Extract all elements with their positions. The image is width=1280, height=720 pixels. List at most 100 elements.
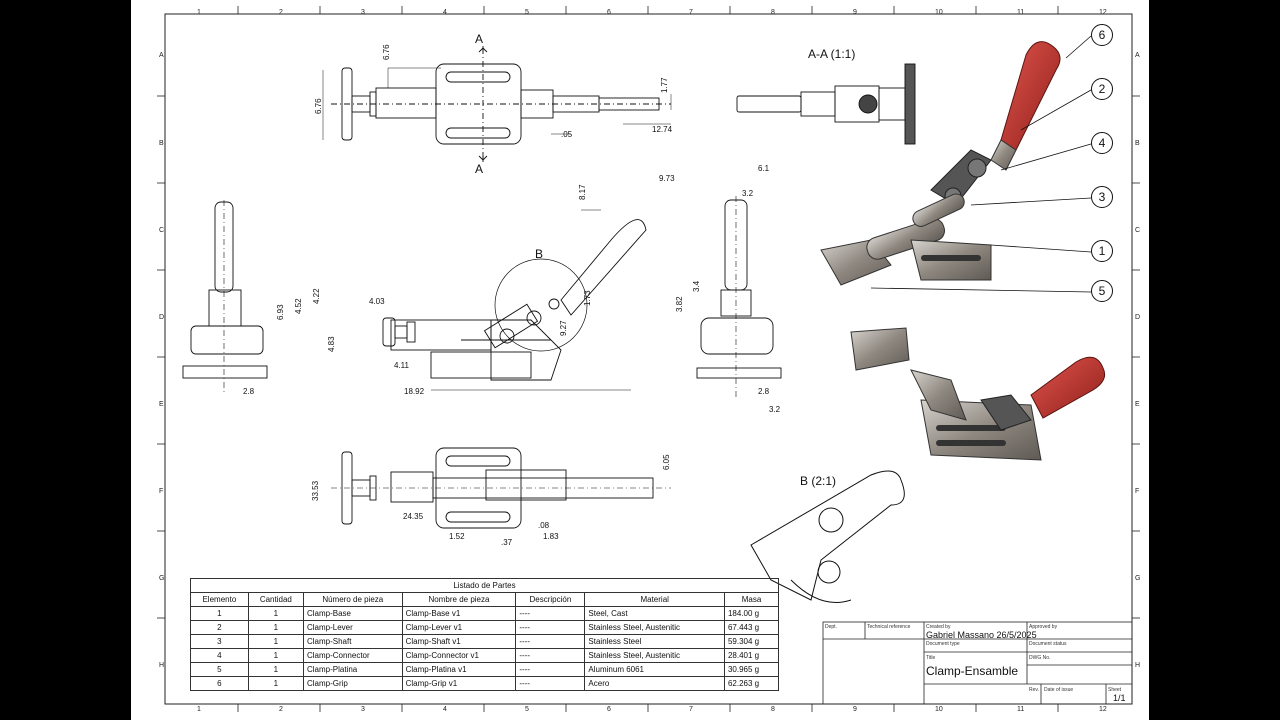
zone-column-label: 6 <box>607 706 611 713</box>
parts-header-cell: Número de pieza <box>302 592 403 607</box>
parts-header-cell: Descripción <box>515 592 586 607</box>
dim-text: .37 <box>501 538 513 547</box>
right-side-view <box>696 196 782 400</box>
tb-doc-type-label: Document type <box>926 641 960 647</box>
zone-column-label: 5 <box>525 706 529 713</box>
table-cell: Clamp-Connector <box>302 648 403 663</box>
balloon: 6 <box>1091 24 1113 46</box>
table-cell: Clamp-Shaft v1 <box>401 634 517 649</box>
zone-column-label: 9 <box>853 9 857 16</box>
table-cell: Stainless Steel <box>584 634 725 649</box>
dim-text: .05 <box>561 130 573 139</box>
tb-title-label: Title <box>926 655 936 661</box>
table-cell: 1 <box>247 676 304 691</box>
tb-doc-status-label: Document status <box>1029 641 1067 647</box>
zone-column-label: 12 <box>1099 706 1107 713</box>
zone-row-label: F <box>159 488 164 495</box>
tb-dept-label: Dept. <box>825 624 837 630</box>
dim-text: 9.73 <box>659 174 675 183</box>
top-view <box>322 46 672 162</box>
zone-column-label: 2 <box>279 706 283 713</box>
table-cell: Clamp-Lever v1 <box>401 620 517 635</box>
zone-row-label: A <box>1135 52 1140 59</box>
section-mark-bottom: A <box>475 162 484 176</box>
zone-row-label: B <box>1135 140 1140 147</box>
table-cell: Clamp-Grip <box>302 676 403 691</box>
balloon: 2 <box>1091 78 1113 100</box>
dim-text: .08 <box>538 521 550 530</box>
zone-column-label: 1 <box>197 9 201 16</box>
balloon: 1 <box>1091 240 1113 262</box>
table-cell: 28.401 g <box>723 648 780 663</box>
zone-column-label: 12 <box>1099 9 1107 16</box>
dim-text: 3.2 <box>769 405 781 414</box>
dim-text: 33.53 <box>311 480 320 501</box>
parts-header-cell: Cantidad <box>247 592 304 607</box>
zone-column-label: 6 <box>607 9 611 16</box>
zone-row-label: G <box>159 575 165 582</box>
table-cell: Aluminum 6061 <box>584 662 725 677</box>
zone-row-label: D <box>1135 314 1141 321</box>
balloon: 4 <box>1091 132 1113 154</box>
table-cell: 62.263 g <box>723 676 780 691</box>
table-cell: Clamp-Shaft <box>302 634 403 649</box>
zone-row-label: E <box>159 401 164 408</box>
dim-text: 8.17 <box>578 184 587 200</box>
tb-tech-ref-label: Technical reference <box>867 624 911 630</box>
detail-mark: B <box>535 247 544 261</box>
table-cell: Clamp-Platina v1 <box>401 662 517 677</box>
dim-text: 3.82 <box>675 296 684 312</box>
dim-text: 2.8 <box>758 387 770 396</box>
dim-text: 6.76 <box>314 98 323 114</box>
table-cell: Clamp-Base v1 <box>401 606 517 621</box>
dim-text: 6.05 <box>662 454 671 470</box>
dim-text: 4.03 <box>369 297 385 306</box>
parts-header-cell: Elemento <box>190 592 249 607</box>
dim-text: 24.35 <box>403 512 424 521</box>
zone-column-label: 7 <box>689 9 693 16</box>
front-view <box>382 209 647 391</box>
table-cell: 59.304 g <box>723 634 780 649</box>
table-cell: 4 <box>190 648 249 663</box>
table-cell: Clamp-Connector v1 <box>401 648 517 663</box>
dim-text: 4.11 <box>394 361 409 370</box>
detail-b-label: B (2:1) <box>800 474 837 488</box>
tb-title: Clamp-Ensamble <box>926 664 1019 678</box>
zone-column-label: 8 <box>771 9 775 16</box>
zone-column-label: 3 <box>361 9 365 16</box>
zone-row-label: C <box>1135 227 1141 234</box>
zone-column-label: 3 <box>361 706 365 713</box>
dim-text: 6.76 <box>382 44 391 60</box>
tb-sheet-label: Sheet <box>1108 687 1122 693</box>
dim-text: 1.77 <box>660 77 669 93</box>
dim-text: 4.83 <box>327 336 336 352</box>
zone-column-label: 5 <box>525 9 529 16</box>
tb-created-by: Gabriel Massano 26/5/2025 <box>926 630 1037 640</box>
tb-date-issue-label: Date of issue <box>1044 687 1074 693</box>
tb-created-by-label: Created by <box>926 624 951 630</box>
table-cell: Acero <box>584 676 725 691</box>
table-cell: ---- <box>515 648 586 663</box>
parts-header-cell: Masa <box>723 592 780 607</box>
zone-column-label: 1 <box>197 706 201 713</box>
table-cell: Steel, Cast <box>584 606 725 621</box>
zone-row-label: D <box>159 314 165 321</box>
iso-view-1 <box>820 41 1061 286</box>
zone-column-label: 8 <box>771 706 775 713</box>
section-aa-view <box>736 63 916 145</box>
zone-row-label: B <box>159 140 164 147</box>
zone-column-label: 11 <box>1017 9 1025 16</box>
tb-dwg-no-label: DWG No. <box>1029 655 1051 661</box>
table-cell: 3 <box>190 634 249 649</box>
table-cell: Clamp-Base <box>302 606 403 621</box>
dim-text: 6.1 <box>758 164 770 173</box>
dim-text: 4.52 <box>294 298 303 314</box>
title-block-lines <box>822 621 1133 705</box>
